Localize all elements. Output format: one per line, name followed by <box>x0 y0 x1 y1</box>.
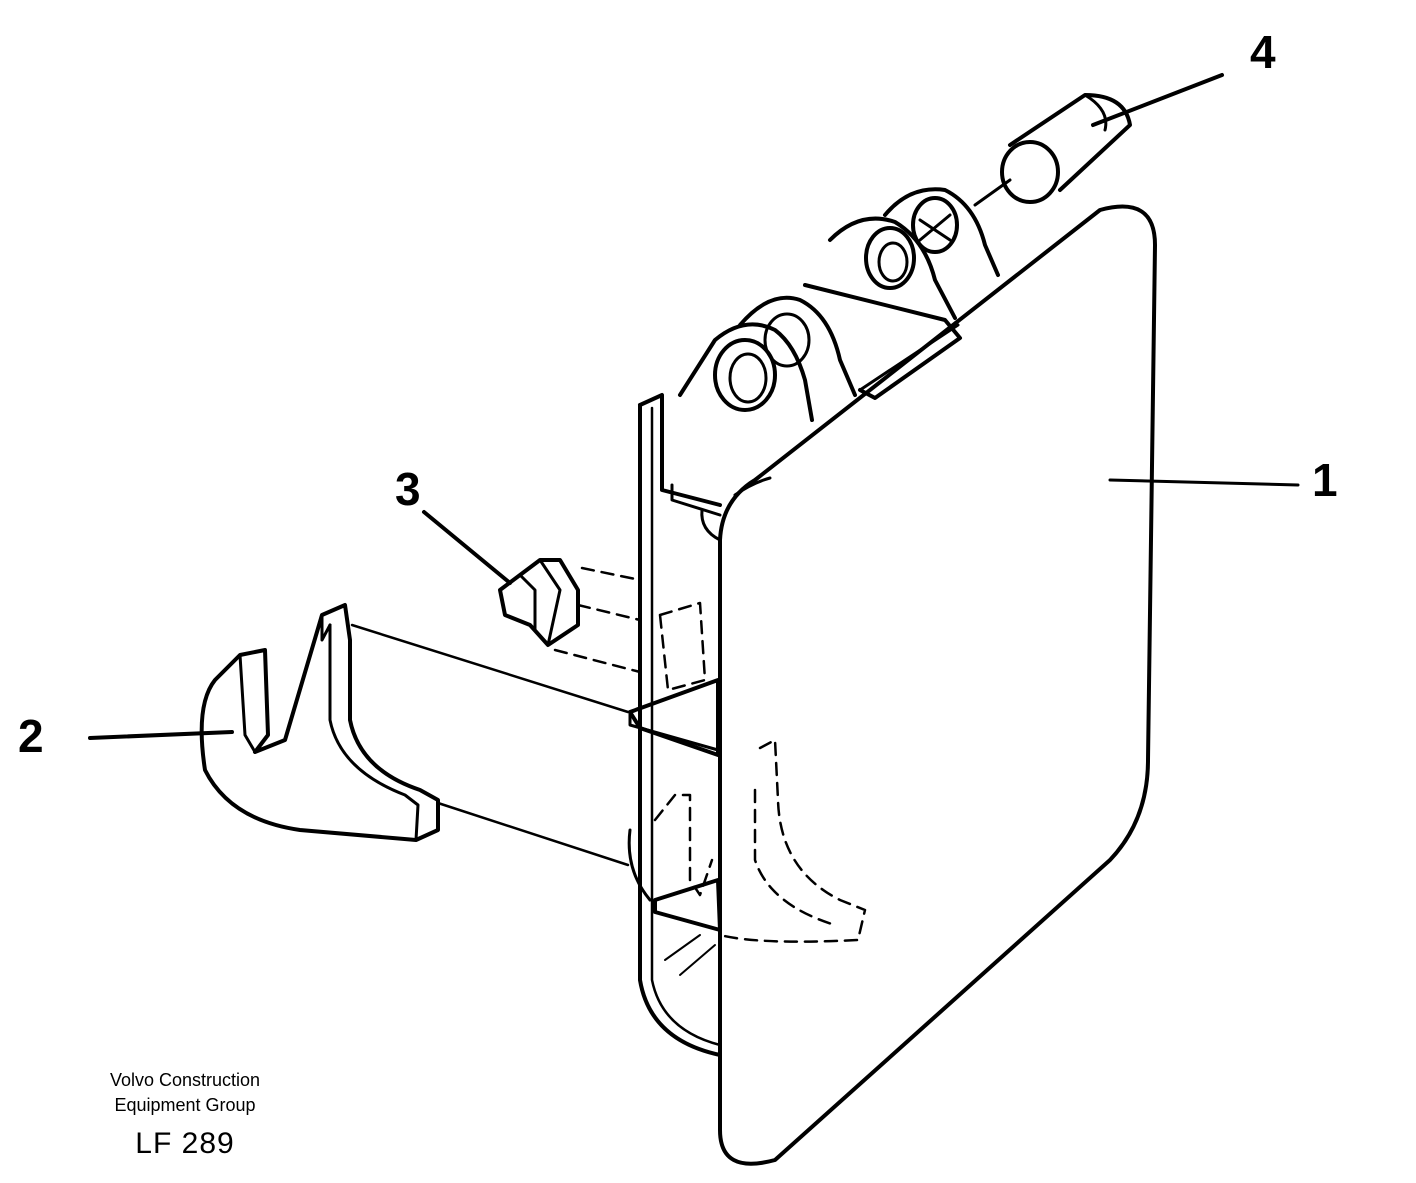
rear-frame <box>628 393 722 1057</box>
leader-line-4 <box>1091 73 1224 127</box>
drawing-code: LF 289 <box>135 1127 235 1160</box>
pin <box>973 93 1132 207</box>
leader-line-1 <box>1108 478 1300 487</box>
company-line-1: Volvo Construction <box>109 1070 261 1090</box>
callout-2: 2 <box>18 710 44 762</box>
lifting-lugs <box>678 187 1000 422</box>
mounting-plate <box>700 204 1157 1166</box>
leader-line-3 <box>422 510 512 585</box>
hook <box>199 603 867 943</box>
leader-line-2 <box>88 730 234 740</box>
company-line-2: Equipment Group <box>114 1095 256 1115</box>
callout-1: 1 <box>1312 454 1338 506</box>
document-footer: Volvo Construction Equipment Group LF 28… <box>60 1068 310 1164</box>
callout-4: 4 <box>1250 26 1276 78</box>
callout-3: 3 <box>395 463 421 515</box>
stop-block <box>498 558 707 692</box>
